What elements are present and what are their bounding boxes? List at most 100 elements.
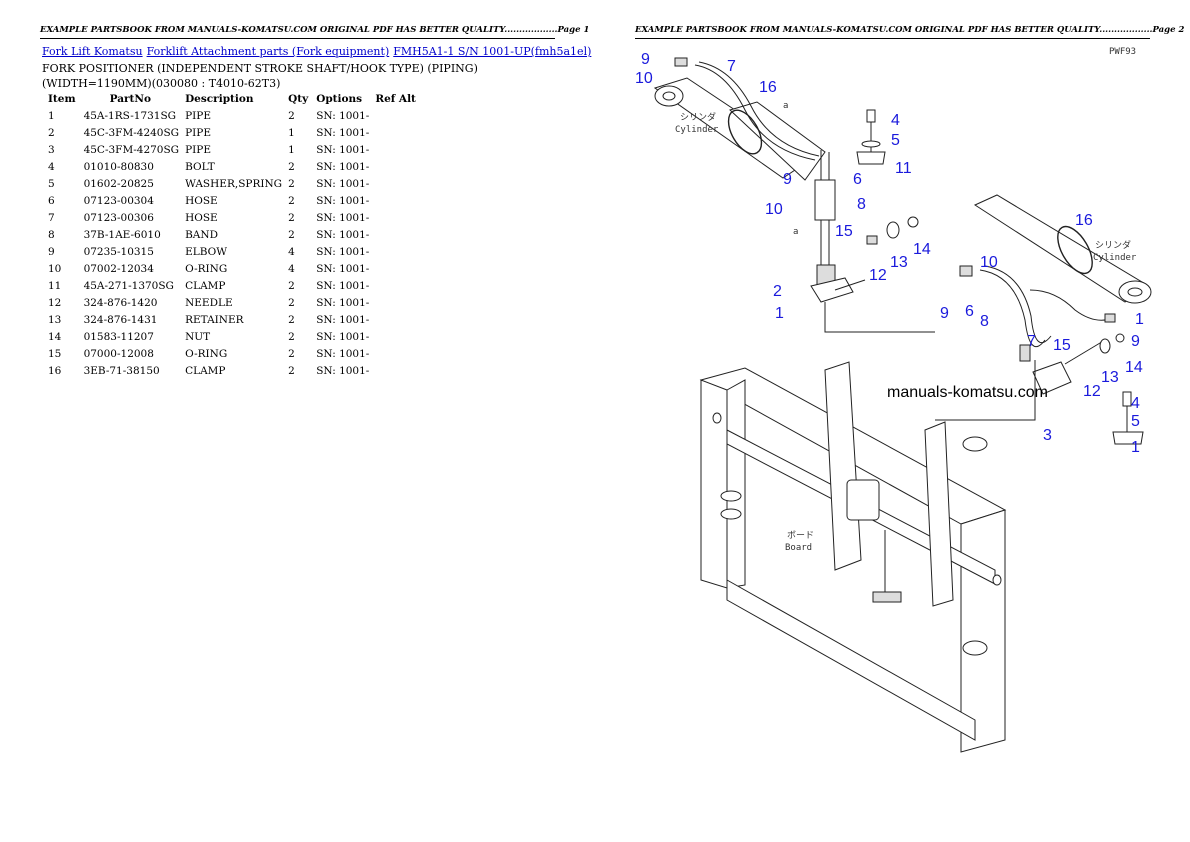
cell-ref-alt — [371, 362, 420, 379]
cell-partno: 324-876-1431 — [83, 313, 158, 326]
callout-10-center: 10 — [765, 201, 783, 218]
callout-9-far-right: 9 — [1131, 333, 1140, 350]
cell-options: SN: 1001- — [316, 330, 370, 343]
callout-13-right: 13 — [1101, 369, 1119, 386]
cell-item: 6 — [48, 194, 55, 207]
callout-8-right: 8 — [980, 313, 989, 330]
cell-item: 2 — [48, 126, 55, 139]
cylinder-label-en-2: Cylinder — [1093, 253, 1137, 263]
cell-description: O-RING — [185, 262, 228, 275]
cell-description: BOLT — [185, 160, 215, 173]
board-label-en: Board — [785, 543, 812, 553]
cell-qty: 2 — [288, 313, 295, 326]
cell-ref-alt — [371, 192, 420, 209]
cell-options: SN: 1001- — [316, 245, 370, 258]
page-1: EXAMPLE PARTSBOOK FROM MANUALS-KOMATSU.C… — [40, 25, 595, 379]
cell-ref-alt — [371, 277, 420, 294]
board-label-jp: ボード — [787, 530, 814, 541]
page-title: FORK POSITIONER (INDEPENDENT STROKE SHAF… — [42, 61, 562, 91]
callout-1-left: 1 — [775, 305, 784, 322]
cell-qty: 2 — [288, 211, 295, 224]
cell-options: SN: 1001- — [316, 347, 370, 360]
cell-description: ELBOW — [185, 245, 228, 258]
callout-2: 2 — [773, 283, 782, 300]
callout-10-upper: 10 — [635, 70, 653, 87]
callout-12-right: 12 — [1083, 383, 1101, 400]
cylinder-upper-left — [653, 57, 826, 181]
cell-options: SN: 1001- — [316, 262, 370, 275]
callout-1-bottom-right: 1 — [1131, 439, 1140, 456]
callout-4-upper: 4 — [891, 112, 900, 129]
cell-description: WASHER,SPRING — [185, 177, 283, 190]
view-a-label-1: a — [783, 101, 788, 111]
cell-options: SN: 1001- — [316, 296, 370, 309]
cell-options: SN: 1001- — [316, 313, 370, 326]
cell-options: SN: 1001- — [316, 211, 370, 224]
cell-description: HOSE — [185, 194, 218, 207]
diagram-code: PWF93 — [1109, 47, 1136, 57]
cell-qty: 2 — [288, 364, 295, 377]
cell-ref-alt — [371, 226, 420, 243]
page-header: EXAMPLE PARTSBOOK FROM MANUALS-KOMATSU.C… — [635, 25, 1184, 39]
cell-item: 15 — [48, 347, 62, 360]
breadcrumb-link-fork-lift[interactable]: Fork Lift Komatsu — [42, 45, 143, 58]
diagram-svg: PWF93 シリンダ Cylinder a a — [635, 47, 1152, 753]
col-header-partno: PartNo — [109, 93, 152, 105]
cylinder-right — [959, 194, 1152, 362]
cell-ref-alt — [371, 209, 420, 226]
cell-qty: 4 — [288, 245, 295, 258]
cell-partno: 37B-1AE-6010 — [83, 228, 161, 241]
valve-right — [935, 333, 1144, 445]
col-header-options: Options — [316, 93, 363, 105]
cell-description: PIPE — [185, 109, 212, 122]
cell-ref-alt — [371, 141, 420, 158]
cell-partno: 3EB-71-38150 — [83, 364, 160, 377]
callout-13-center: 13 — [890, 254, 908, 271]
breadcrumb-link-attachment-parts[interactable]: Forklift Attachment parts (Fork equipmen… — [146, 45, 390, 58]
cell-options: SN: 1001- — [316, 177, 370, 190]
parts-table: Item PartNo Description Qty Options Ref … — [44, 91, 420, 379]
cell-partno: 07002-12034 — [83, 262, 154, 275]
exploded-parts-diagram: PWF93 シリンダ Cylinder a a — [635, 40, 1155, 780]
cylinder-label-jp-2: シリンダ — [1095, 239, 1131, 251]
cell-options: SN: 1001- — [316, 160, 370, 173]
table-header-row: Item PartNo Description Qty Options Ref … — [44, 91, 420, 107]
cell-partno: 07000-12008 — [83, 347, 154, 360]
cell-options: SN: 1001- — [316, 279, 370, 292]
cell-description: BAND — [185, 228, 218, 241]
cell-item: 1 — [48, 109, 55, 122]
cell-description: HOSE — [185, 211, 218, 224]
cell-qty: 2 — [288, 228, 295, 241]
callout-9-center: 9 — [783, 171, 792, 188]
callout-7-upper: 7 — [727, 58, 736, 75]
cell-description: NUT — [185, 330, 211, 343]
cell-qty: 2 — [288, 347, 295, 360]
page-2: EXAMPLE PARTSBOOK FROM MANUALS-KOMATSU.C… — [595, 0, 1190, 842]
breadcrumb-link-model[interactable]: FMH5A1-1 S/N 1001-UP(fmh5a1el) — [393, 45, 592, 58]
cell-partno: 07123-00304 — [83, 194, 154, 207]
cell-partno: 07123-00306 — [83, 211, 154, 224]
cell-options: SN: 1001- — [316, 194, 370, 207]
cell-options: SN: 1001- — [316, 143, 370, 156]
cylinder-label-jp-1: シリンダ — [680, 111, 716, 123]
cell-description: CLAMP — [185, 364, 226, 377]
callout-5-upper: 5 — [891, 132, 900, 149]
callout-16-right: 16 — [1075, 212, 1093, 229]
cell-item: 5 — [48, 177, 55, 190]
page-header: EXAMPLE PARTSBOOK FROM MANUALS-KOMATSU.C… — [40, 25, 589, 39]
title-line-1: FORK POSITIONER (INDEPENDENT STROKE SHAF… — [42, 62, 478, 75]
cell-item: 3 — [48, 143, 55, 156]
cell-qty: 4 — [288, 262, 295, 275]
cell-description: NEEDLE — [185, 296, 233, 309]
